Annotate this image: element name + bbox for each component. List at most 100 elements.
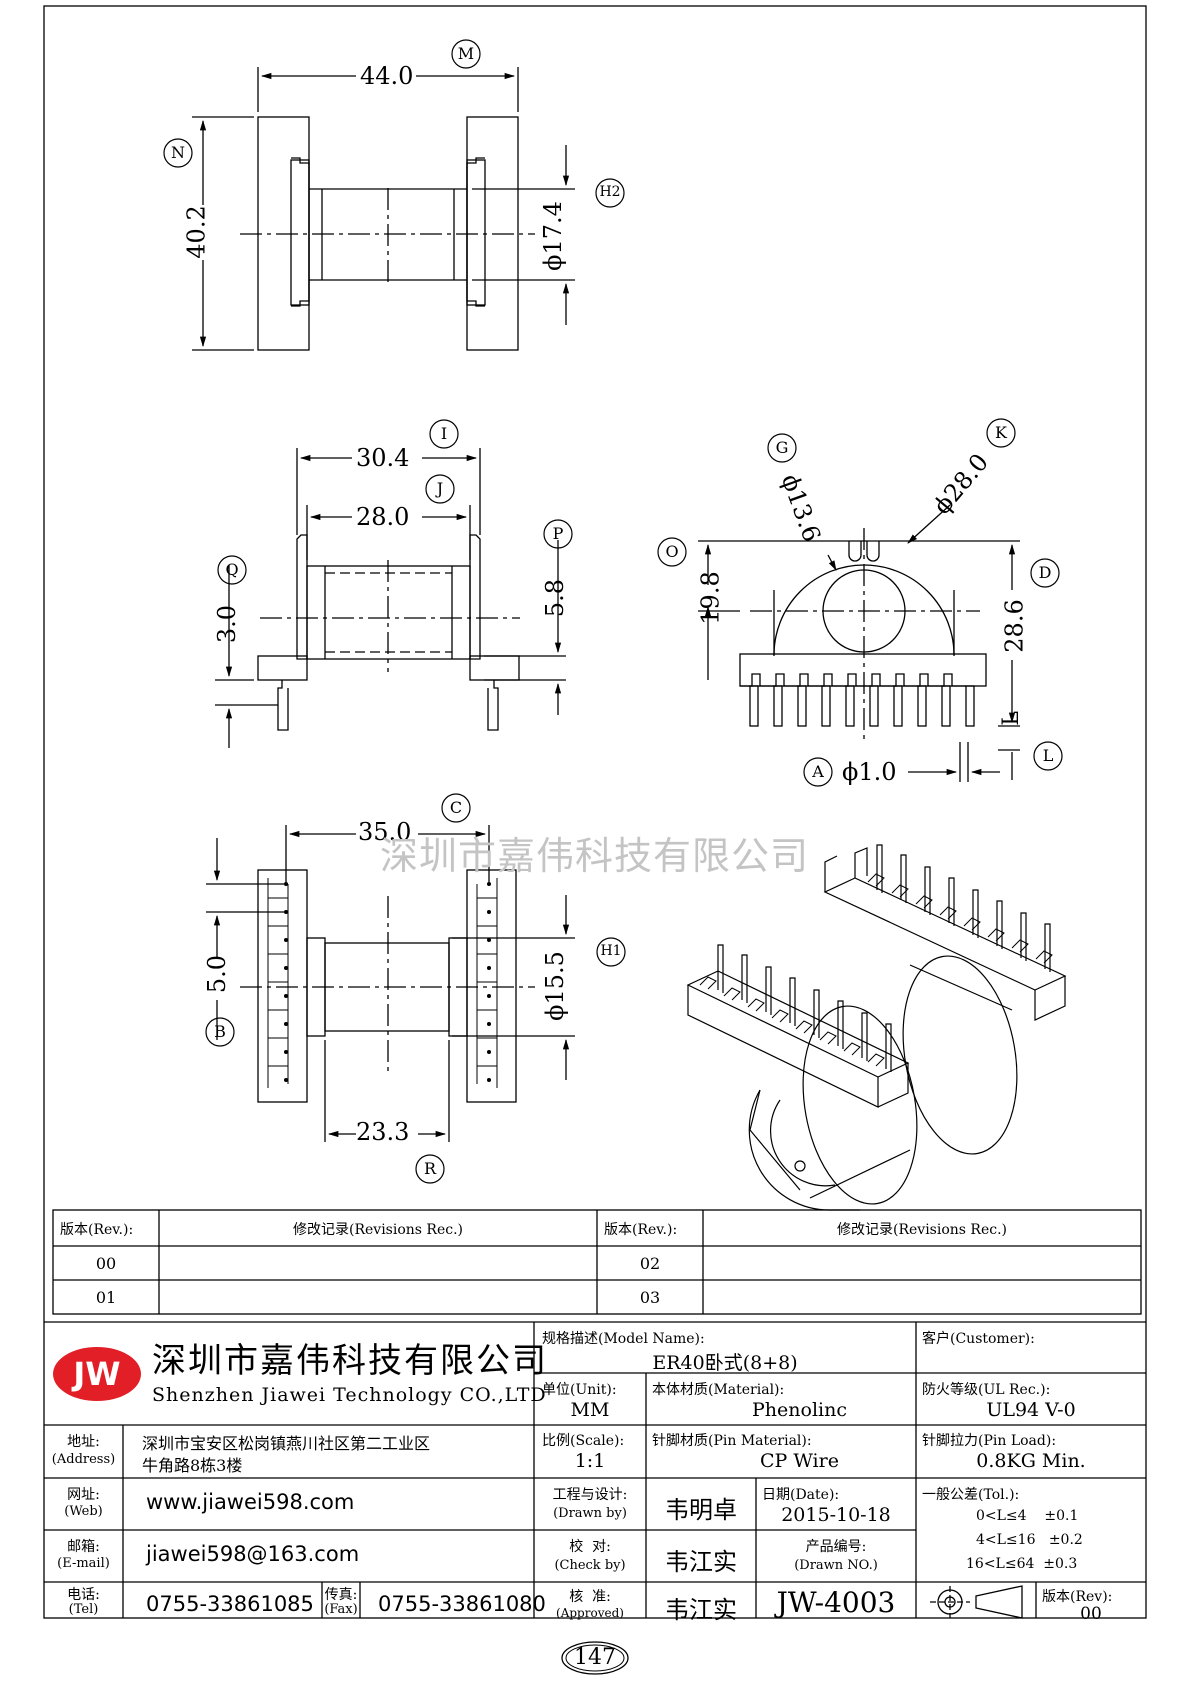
tag-q: Q [225, 560, 239, 579]
rev-row-03: 03 [639, 1288, 661, 1307]
isometric-view [686, 844, 1067, 1211]
mail-link[interactable]: jiawei598@163.com [146, 1542, 360, 1566]
company-name-en: Shenzhen Jiawei Technology CO.,LTD [152, 1384, 547, 1406]
drawing-no-value: JW-4003 [776, 1586, 896, 1619]
dim-bot-span: 35.0 [358, 818, 412, 846]
mail-label-en: (E-mail) [57, 1556, 110, 1571]
pin-load-value: 0.8KG Min. [976, 1450, 1086, 1472]
fax-label-en: (Fax) [324, 1602, 358, 1617]
dim-side-base: 5.8 [541, 578, 570, 618]
dim-end-height: 28.6 [1000, 599, 1029, 653]
drawing-no-label: 产品编号: [805, 1539, 867, 1555]
dim-bot-inner: 23.3 [356, 1118, 410, 1146]
rec-header-left: 修改记录(Revisions Rec.) [293, 1222, 463, 1238]
material-label: 本体材质(Material): [652, 1382, 785, 1398]
date-value: 2015-10-18 [781, 1504, 891, 1526]
ul-label: 防火等级(UL Rec.): [922, 1382, 1051, 1398]
address-label-en: (Address) [51, 1452, 116, 1467]
company-name-cn: 深圳市嘉伟科技有限公司 [152, 1341, 548, 1381]
tol-line-3: 16<L≤64 ±0.3 [966, 1556, 1078, 1572]
customer-label: 客户(Customer): [922, 1331, 1035, 1347]
model-value: ER40卧式(8+8) [652, 1352, 798, 1374]
dim-bot-core: ϕ15.5 [540, 951, 569, 1021]
tag-h2: H2 [599, 184, 621, 200]
rev-header-right: 版本(Rev.): [604, 1222, 678, 1238]
tag-h1: H1 [600, 943, 622, 959]
check-label: 校 对: [569, 1539, 611, 1555]
end-view [698, 504, 1020, 782]
web-link[interactable]: www.jiawei598.com [146, 1490, 355, 1514]
dim-bot-pitch: 5.0 [203, 954, 232, 994]
rev-row-00: 00 [95, 1254, 117, 1273]
dimension-tags [163, 39, 1063, 1184]
pin-load-label: 针脚拉力(Pin Load): [922, 1433, 1057, 1449]
approved-label-en: (Approved) [556, 1606, 624, 1620]
scale-value: 1:1 [574, 1450, 606, 1472]
logo-text: JW [73, 1355, 121, 1393]
drawing-no-label-en: (Drawn NO.) [794, 1558, 878, 1573]
sheet-border [43, 5, 1147, 1619]
rev-label: 版本(Rev): [1042, 1589, 1113, 1605]
dim-top-core: ϕ17.4 [538, 201, 567, 271]
dim-side-outer: 30.4 [356, 444, 410, 472]
web-label-en: (Web) [64, 1504, 103, 1519]
page-number-badge: 147 [560, 1640, 630, 1676]
tag-c: C [449, 798, 463, 817]
drawn-label: 工程与设计: [552, 1487, 628, 1503]
scale-label: 比例(Scale): [542, 1433, 625, 1449]
title-block-grid [44, 1321, 1146, 1618]
web-label: 网址: [67, 1487, 100, 1503]
tag-o: O [665, 542, 679, 561]
rev-row-01: 01 [95, 1288, 117, 1307]
pin-material-label: 针脚材质(Pin Material): [652, 1433, 812, 1449]
address-line-1: 深圳市宝安区松岗镇燕川社区第二工业区 [142, 1434, 431, 1453]
top-view [192, 67, 575, 351]
page-number: 147 [574, 1645, 616, 1670]
approved-label: 核 准: [569, 1589, 611, 1605]
tag-i: I [440, 424, 448, 443]
watermark-text: 深圳市嘉伟科技有限公司 [380, 834, 810, 878]
dim-end-center: 19.8 [696, 571, 725, 625]
dim-pin-len: L [998, 711, 1024, 726]
drawn-label-en: (Drawn by) [553, 1506, 627, 1521]
projection-symbol-icon [930, 1585, 1023, 1619]
tag-n: N [171, 143, 185, 162]
dim-side-inner: 28.0 [356, 503, 410, 531]
tag-b: B [214, 1022, 226, 1041]
rec-header-right: 修改记录(Revisions Rec.) [837, 1222, 1007, 1238]
model-label: 规格描述(Model Name): [542, 1331, 705, 1347]
date-label: 日期(Date): [762, 1487, 840, 1503]
mail-label: 邮箱: [67, 1539, 100, 1555]
tag-j: J [436, 479, 444, 498]
tol-line-1: 0<L≤4 ±0.1 [976, 1508, 1079, 1524]
tol-line-2: 4<L≤16 ±0.2 [976, 1532, 1083, 1548]
drawn-value: 韦明卓 [665, 1496, 737, 1524]
dim-top-width: 44.0 [360, 62, 414, 90]
unit-value: MM [570, 1399, 610, 1421]
rev-row-02: 02 [639, 1254, 661, 1273]
dim-side-flange: 3.0 [213, 604, 242, 644]
unit-label: 单位(Unit): [542, 1382, 617, 1398]
address-line-2: 牛角路8栋3楼 [142, 1456, 243, 1475]
tag-g: G [775, 438, 789, 457]
address-label: 地址: [67, 1434, 100, 1450]
jw-logo: JW [52, 1346, 142, 1402]
material-value: Phenolinc [752, 1399, 847, 1421]
fax-value: 0755-33861080 [378, 1592, 546, 1616]
check-label-en: (Check by) [554, 1558, 626, 1573]
tel-label-en: (Tel) [68, 1602, 99, 1617]
tel-label: 电话: [67, 1587, 100, 1603]
side-view [215, 448, 566, 748]
rev-header-left: 版本(Rev.): [60, 1222, 134, 1238]
tag-a: A [812, 762, 824, 781]
dim-pin-dia: ϕ1.0 [842, 758, 897, 786]
tag-l: L [1042, 746, 1054, 765]
pin-material-value: CP Wire [760, 1450, 839, 1472]
dim-top-height: 40.2 [182, 205, 211, 259]
tag-m: M [457, 44, 475, 63]
tel-value: 0755-33861085 [146, 1592, 314, 1616]
tag-d: D [1038, 563, 1052, 582]
approved-value: 韦江实 [665, 1596, 737, 1624]
